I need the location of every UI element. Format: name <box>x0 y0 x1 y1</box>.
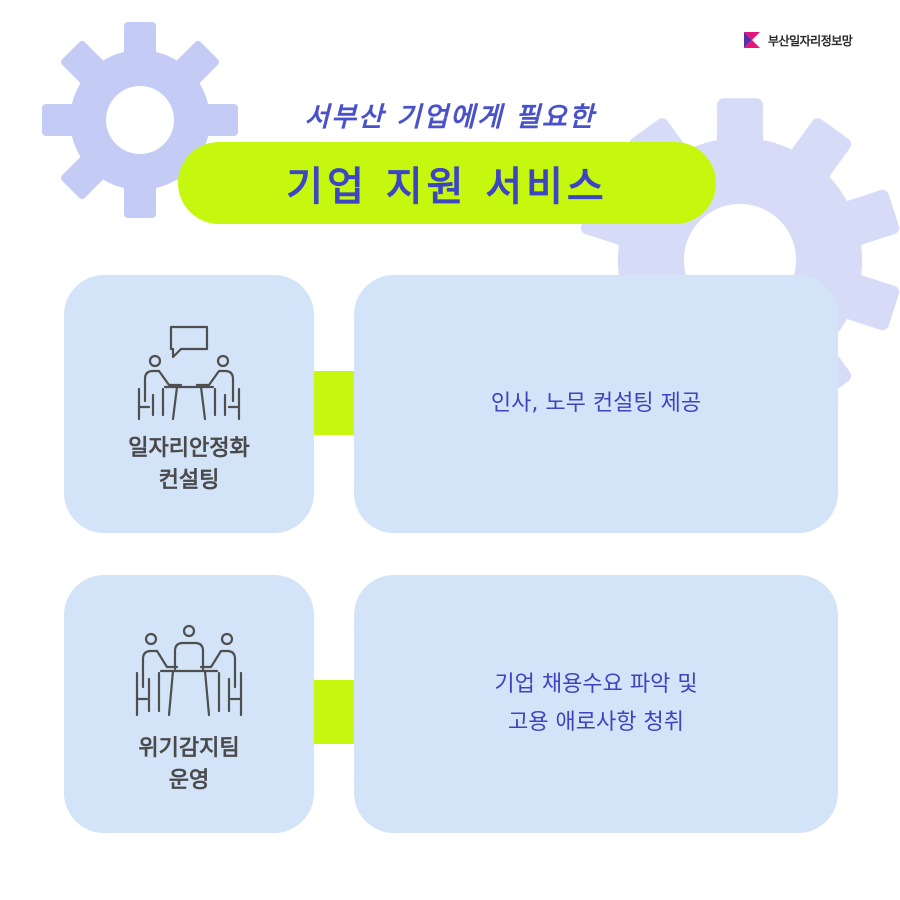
consulting-meeting-icon <box>137 325 241 421</box>
service-card-consulting: 일자리안정화 컨설팅 <box>64 275 314 533</box>
connector-bar <box>314 371 354 435</box>
service-description-line: 기업 채용수요 파악 및 <box>494 671 698 697</box>
brand-logo[interactable]: 부산일자리정보망 <box>742 30 853 50</box>
brand-mark-icon <box>744 32 760 48</box>
page-subtitle: 서부산 기업에게 필요한 <box>304 102 596 133</box>
service-description-line: 인사, 노무 컨설팅 제공 <box>490 390 702 416</box>
service-name-line: 컨설팅 <box>158 467 220 493</box>
service-description-card: 기업 채용수요 파악 및 고용 애로사항 청취 <box>354 575 838 833</box>
service-description-line: 고용 애로사항 청취 <box>508 710 684 735</box>
connector-bar <box>314 680 354 744</box>
service-name-line: 일자리안정화 <box>128 436 250 461</box>
team-meeting-icon <box>135 624 243 717</box>
page-title: 기업 지원 서비스 <box>286 164 608 210</box>
service-description-card: 인사, 노무 컨설팅 제공 <box>354 275 838 533</box>
title-pill: 기업 지원 서비스 <box>178 142 716 224</box>
service-name-line: 운영 <box>168 767 210 793</box>
service-name-line: 위기감지팀 <box>138 736 240 761</box>
brand-name: 부산일자리정보망 <box>768 33 853 48</box>
service-card-crisis-team: 위기감지팀 운영 <box>64 575 314 833</box>
